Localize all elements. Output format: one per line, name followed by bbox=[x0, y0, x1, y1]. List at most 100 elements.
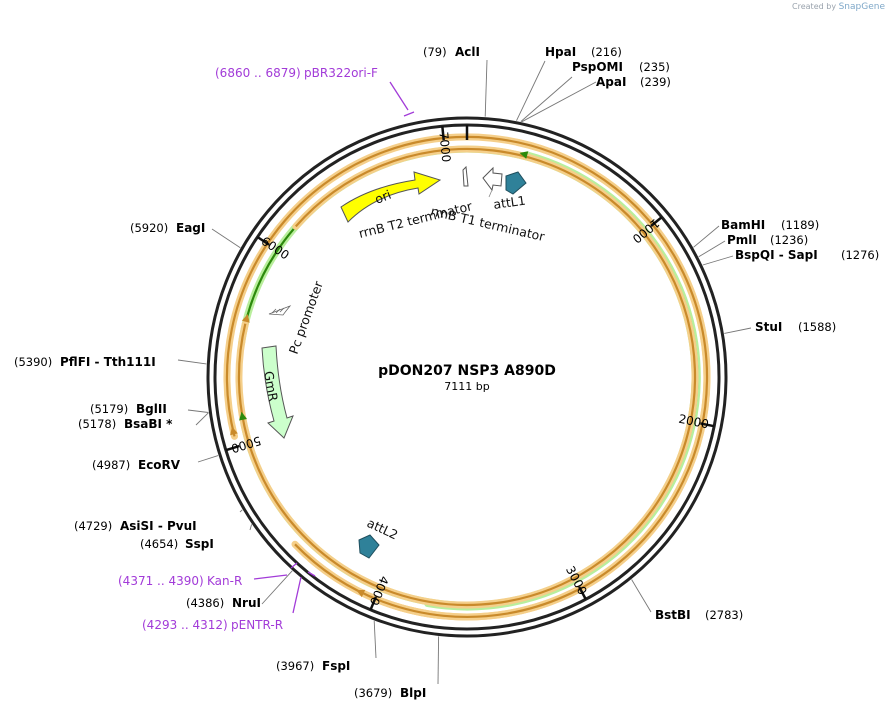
primer-range-pbr322ori-f: (6860 .. 6879) bbox=[215, 66, 301, 80]
enzyme-pos-bamhi: (1189) bbox=[781, 218, 819, 232]
ori-feature-arrow[interactable] bbox=[340, 171, 442, 223]
plasmid-name: pDON207 NSP3 A890D bbox=[378, 363, 556, 379]
enzyme-pos-hpai: (216) bbox=[591, 45, 622, 59]
enzyme-connector-line bbox=[187, 409, 209, 413]
orf-arrowhead-left-top bbox=[241, 314, 250, 323]
primer-range-pentr-r: (4293 .. 4312) bbox=[142, 618, 228, 632]
ori-label: ori bbox=[373, 187, 394, 207]
enzyme-pos-pflfi-tth111i: (5390) bbox=[14, 355, 52, 369]
primer-connector-pentr-r bbox=[292, 571, 316, 614]
enzyme-connector-line bbox=[698, 240, 726, 258]
enzyme-connector-line bbox=[520, 76, 573, 122]
enzyme-connector-line bbox=[197, 455, 219, 463]
enzyme-connector-line bbox=[373, 620, 377, 659]
enzyme-connector-line bbox=[261, 570, 293, 605]
orf-arrowhead-bottom bbox=[356, 589, 366, 598]
enzyme-connector-line bbox=[693, 225, 720, 248]
primer-name-pbr322ori-f[interactable]: pBR322ori-F bbox=[304, 66, 378, 80]
primer-connector-pbr322ori-f bbox=[389, 81, 415, 117]
primer-name-kan-r[interactable]: Kan-R bbox=[207, 574, 242, 588]
enzyme-pos-stui: (1588) bbox=[798, 320, 836, 334]
enzyme-pos-apai: (239) bbox=[640, 75, 671, 89]
enzyme-connector-line bbox=[437, 636, 440, 685]
enzyme-name-blpi[interactable]: BlpI bbox=[400, 686, 426, 700]
tick-mark bbox=[578, 586, 587, 600]
enzyme-connectors bbox=[177, 59, 752, 685]
primer-name-pentr-r[interactable]: pENTR-R bbox=[231, 618, 283, 632]
orf-arc-left[interactable] bbox=[225, 135, 709, 619]
enzyme-pos-nrui: (4386) bbox=[186, 596, 224, 610]
enzyme-connector-line bbox=[631, 579, 652, 613]
enzyme-connector-line bbox=[724, 327, 752, 334]
enzyme-connector-line bbox=[702, 255, 734, 266]
enzyme-name-apai[interactable]: ApaI bbox=[596, 75, 626, 89]
tick-mark bbox=[441, 126, 445, 141]
enzyme-name-bglii[interactable]: BglII bbox=[136, 402, 167, 416]
enzyme-name-stui[interactable]: StuI bbox=[755, 320, 782, 334]
enzyme-pos-pmli: (1236) bbox=[770, 233, 808, 247]
enzyme-connector-line bbox=[239, 509, 243, 513]
enzyme-name-nrui[interactable]: NruI bbox=[232, 596, 261, 610]
enzyme-pos-pspomi: (235) bbox=[639, 60, 670, 74]
enzyme-pos-acli: (79) bbox=[423, 45, 447, 59]
enzyme-connector-line bbox=[195, 412, 209, 426]
enzyme-name-sspi[interactable]: SspI bbox=[185, 537, 214, 551]
enzyme-name-bstbi[interactable]: BstBI bbox=[655, 608, 691, 622]
gmr-feature-arrow[interactable] bbox=[261, 345, 294, 439]
enzyme-connector-line bbox=[484, 59, 488, 117]
enzyme-name-hpai[interactable]: HpaI bbox=[545, 45, 576, 59]
orf-arrowhead-left bbox=[230, 426, 238, 436]
orf-arc-left-top[interactable] bbox=[237, 147, 697, 607]
enzyme-connector-line bbox=[211, 228, 241, 249]
enzyme-name-eagi[interactable]: EagI bbox=[176, 221, 205, 235]
enzyme-pos-fspi: (3967) bbox=[276, 659, 314, 673]
enzyme-name-ecorv[interactable]: EcoRV bbox=[138, 458, 181, 472]
snapgene-credit: Created by SnapGene bbox=[792, 2, 885, 12]
orf-arcs bbox=[223, 133, 711, 621]
enzyme-name-pmli[interactable]: PmlI bbox=[727, 233, 757, 247]
primer-range-kan-r: (4371 .. 4390) bbox=[118, 574, 204, 588]
rrnb-t1-terminator-arrow bbox=[482, 166, 503, 192]
enzyme-connector-line bbox=[177, 359, 207, 365]
enzyme-name-bspqi-sapi[interactable]: BspQI - SapI bbox=[735, 248, 818, 262]
tick-label: 2000 bbox=[677, 412, 710, 432]
primer-connector-kan-r bbox=[253, 562, 298, 580]
tick-mark bbox=[256, 235, 270, 246]
enzyme-pos-bspqi-sapi: (1276) bbox=[841, 248, 879, 262]
tick-mark bbox=[650, 216, 663, 227]
tick-mark bbox=[225, 444, 240, 452]
snapgene-logo: SnapGene bbox=[838, 2, 885, 12]
enzyme-name-bsabi[interactable]: BsaBI * bbox=[124, 417, 173, 431]
enzyme-name-bamhi[interactable]: BamHI bbox=[721, 218, 765, 232]
enzyme-name-acli[interactable]: AclI bbox=[455, 45, 480, 59]
enzyme-pos-asisi-pvui: (4729) bbox=[74, 519, 112, 533]
credit-prefix: Created by bbox=[792, 2, 837, 11]
pc-promoter-arrow bbox=[268, 305, 292, 316]
enzyme-pos-sspi: (4654) bbox=[140, 537, 178, 551]
attl1-feature-arrow[interactable] bbox=[505, 171, 527, 195]
rrnb-t1-terminator-label: rrnB T1 terminator bbox=[429, 203, 547, 244]
enzyme-pos-blpi: (3679) bbox=[354, 686, 392, 700]
enzyme-connector-line bbox=[521, 81, 597, 123]
gmr-label: GmR bbox=[261, 370, 281, 403]
enzyme-name-pspomi[interactable]: PspOMI bbox=[572, 60, 623, 74]
pc-promoter-label: Pc promoter bbox=[286, 278, 327, 356]
rrnb-t2-terminator-arrow bbox=[462, 165, 469, 187]
gmr-arrowhead bbox=[239, 411, 247, 421]
insert-arrowhead bbox=[519, 151, 529, 159]
enzyme-name-asisi-pvui[interactable]: AsiSI - PvuI bbox=[120, 519, 197, 533]
enzyme-pos-bglii: (5179) bbox=[90, 402, 128, 416]
enzyme-pos-ecorv: (4987) bbox=[92, 458, 130, 472]
tick-mark bbox=[700, 422, 715, 428]
enzyme-pos-eagi: (5920) bbox=[130, 221, 168, 235]
attl2-feature-arrow[interactable] bbox=[358, 534, 380, 559]
attl1-label: attL1 bbox=[492, 193, 526, 212]
rrnb-t1-terminator-connector bbox=[488, 189, 493, 198]
enzyme-name-pflfi-tth111i[interactable]: PflFI - Tth111I bbox=[60, 355, 156, 369]
enzyme-connector-line bbox=[516, 60, 546, 121]
enzyme-name-fspi[interactable]: FspI bbox=[322, 659, 350, 673]
enzyme-connector-line bbox=[249, 524, 253, 531]
enzyme-pos-bsabi: (5178) bbox=[78, 417, 116, 431]
backbone-outer-circle bbox=[206, 116, 728, 638]
enzyme-pos-bstbi: (2783) bbox=[705, 608, 743, 622]
